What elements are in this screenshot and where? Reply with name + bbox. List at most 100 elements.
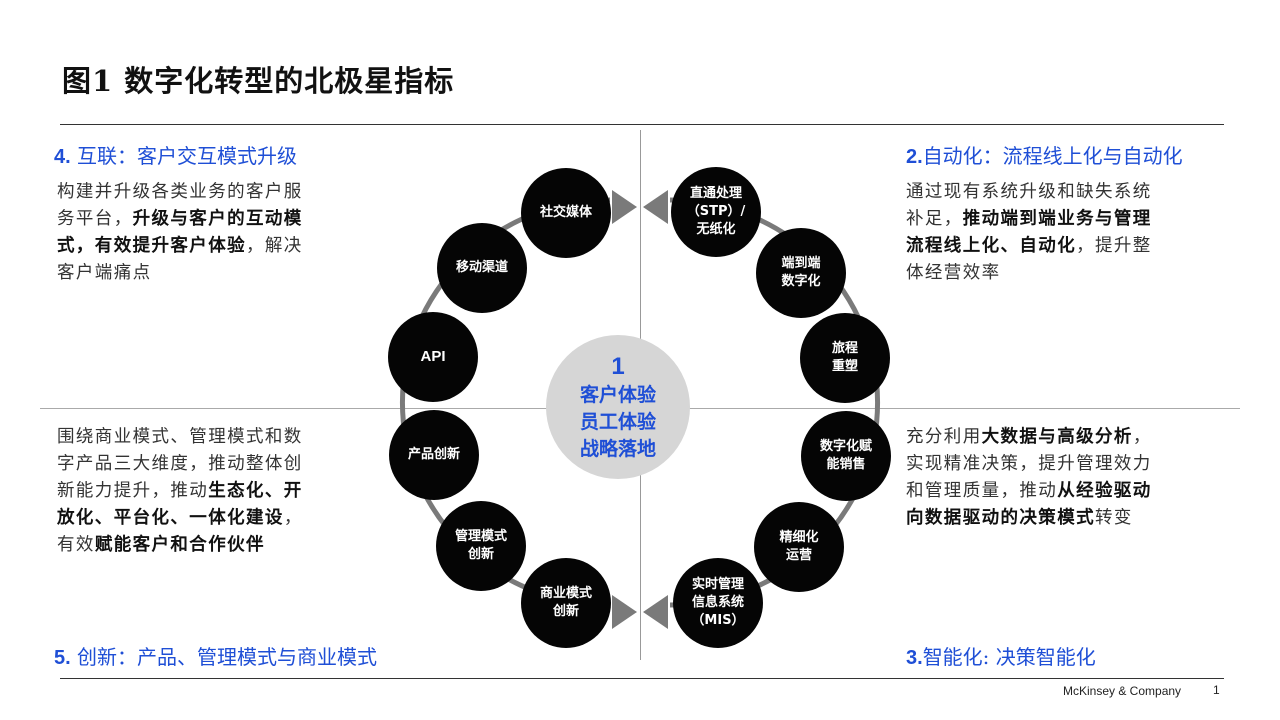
node-label: 社交媒体 bbox=[539, 205, 592, 220]
body-intelligence: 充分利用大数据与高级分析，实现精准决策，提升管理效力和管理质量，推动从经验驱动向… bbox=[906, 424, 1152, 532]
footer-brand: McKinsey & Company bbox=[1063, 684, 1182, 698]
node-label: 移动渠道 bbox=[455, 260, 508, 275]
heading-automation: 2.自动化：流程线上化与自动化 bbox=[906, 140, 1183, 169]
emphasis-text: 放化、平台化、一体化建设 bbox=[57, 508, 284, 528]
node-product-innovation: 产品创新 bbox=[389, 410, 479, 500]
node-end-to-end-digital: 端到端 数字化 bbox=[756, 228, 846, 318]
heading-intelligence: 3.智能化: 决策智能化 bbox=[906, 641, 1096, 670]
center-line-1: 客户体验 bbox=[579, 383, 656, 406]
node-label: 数字化 bbox=[781, 274, 821, 289]
node-social-media: 社交媒体 bbox=[521, 168, 611, 258]
node-journey-redesign: 旅程 重塑 bbox=[800, 313, 890, 403]
body-line: 充分利用大数据与高级分析， bbox=[906, 424, 1152, 451]
body-line: 向数据驱动的决策模式转变 bbox=[906, 505, 1152, 532]
node-api: API bbox=[388, 312, 478, 402]
heading-innovation: 5. 创新：产品、管理模式与商业模式 bbox=[54, 641, 377, 670]
body-line: 字产品三大维度，推动整体创 bbox=[57, 451, 303, 478]
node-label: 运营 bbox=[785, 548, 812, 563]
node-label: （MIS） bbox=[691, 613, 745, 628]
node-label: 实时管理 bbox=[691, 577, 744, 592]
body-text: 新能力提升，推动 bbox=[57, 481, 209, 501]
node-label: 商业模式 bbox=[539, 586, 592, 601]
heading-text: 创新：产品、管理模式与商业模式 bbox=[77, 645, 378, 669]
node-label: 数字化赋 bbox=[819, 439, 872, 454]
top-rule bbox=[60, 124, 1224, 125]
body-line: 补足，推动端到端业务与管理 bbox=[906, 206, 1152, 233]
body-automation: 通过现有系统升级和缺失系统补足，推动端到端业务与管理流程线上化、自动化，提升整体… bbox=[906, 179, 1152, 287]
body-text: ， bbox=[283, 508, 303, 528]
body-text: 通过现有系统升级和缺失系统 bbox=[906, 182, 1152, 202]
emphasis-text: 升级与客户的互动模 bbox=[132, 209, 303, 229]
body-text: 和管理质量，推动 bbox=[906, 481, 1058, 501]
emphasis-text: 向数据驱动的决策模式 bbox=[906, 508, 1095, 528]
body-line: 构建并升级各类业务的客户服 bbox=[57, 179, 303, 206]
heading-text: 自动化：流程线上化与自动化 bbox=[922, 144, 1183, 168]
node-label: 管理模式 bbox=[454, 529, 507, 544]
arrow-bottom-left bbox=[612, 595, 637, 629]
center-circle: 1 客户体验 员工体验 战略落地 bbox=[546, 335, 690, 479]
body-text: ，解决 bbox=[246, 236, 303, 256]
emphasis-text: 流程线上化、自动化 bbox=[906, 236, 1077, 256]
page-number: 1 bbox=[1213, 683, 1220, 697]
node-label: 信息系统 bbox=[691, 595, 744, 610]
heading-text: 互联：客户交互模式升级 bbox=[77, 144, 298, 168]
node-mobile-channel: 移动渠道 bbox=[437, 223, 527, 313]
node-label: 直通处理 bbox=[689, 186, 742, 201]
body-line: 实现精准决策，提升管理效力 bbox=[906, 451, 1152, 478]
node-label: 产品创新 bbox=[407, 447, 460, 462]
node-label: 精细化 bbox=[779, 530, 819, 545]
emphasis-text: 大数据与高级分析 bbox=[981, 427, 1133, 447]
body-connectivity: 构建并升级各类业务的客户服务平台，升级与客户的互动模式，有效提升客户体验，解决客… bbox=[57, 179, 303, 287]
page-title: 图1 数字化转型的北极星指标 bbox=[62, 64, 455, 98]
node-label: 创新 bbox=[467, 547, 494, 562]
emphasis-text: 从经验驱动 bbox=[1057, 481, 1152, 501]
node-label: API bbox=[420, 348, 446, 365]
body-text: ， bbox=[1132, 427, 1152, 447]
body-line: 体经营效率 bbox=[906, 260, 1152, 287]
body-text: 实现精准决策，提升管理效力 bbox=[906, 454, 1152, 474]
node-management-innovation: 管理模式 创新 bbox=[436, 501, 526, 591]
center-line-3: 战略落地 bbox=[579, 437, 656, 460]
heading-text: 智能化: 决策智能化 bbox=[922, 645, 1096, 669]
body-text: 有效 bbox=[57, 535, 95, 555]
heading-connectivity: 4. 互联：客户交互模式升级 bbox=[54, 140, 297, 169]
node-stp-paperless: 直通处理 （STP）/ 无纸化 bbox=[671, 167, 761, 257]
heading-number: 4. bbox=[54, 146, 71, 168]
heading-number: 2. bbox=[906, 146, 923, 168]
bottom-rule bbox=[60, 678, 1224, 679]
node-label: 创新 bbox=[552, 604, 579, 619]
node-label: 端到端 bbox=[781, 256, 821, 271]
center-line-2: 员工体验 bbox=[579, 410, 656, 433]
body-text: 补足， bbox=[906, 209, 963, 229]
center-number: 1 bbox=[611, 352, 625, 380]
node-label: （STP）/ bbox=[686, 204, 746, 219]
arrow-top-left bbox=[612, 190, 637, 224]
arrow-bottom-right bbox=[643, 595, 668, 629]
node-business-innovation: 商业模式 创新 bbox=[521, 558, 611, 648]
arrow-top-right bbox=[643, 190, 668, 224]
body-line: 流程线上化、自动化，提升整 bbox=[906, 233, 1152, 260]
body-text: 构建并升级各类业务的客户服 bbox=[57, 182, 303, 202]
body-text: 体经营效率 bbox=[906, 263, 1001, 283]
body-line: 和管理质量，推动从经验驱动 bbox=[906, 478, 1152, 505]
node-label: 重塑 bbox=[831, 359, 858, 374]
node-mis: 实时管理 信息系统 （MIS） bbox=[673, 558, 763, 648]
body-text: 围绕商业模式、管理模式和数 bbox=[57, 427, 303, 447]
body-line: 放化、平台化、一体化建设， bbox=[57, 505, 303, 532]
body-line: 通过现有系统升级和缺失系统 bbox=[906, 179, 1152, 206]
heading-number: 5. bbox=[54, 647, 71, 669]
body-text: ，提升整 bbox=[1076, 236, 1152, 256]
body-text: 客户端痛点 bbox=[57, 263, 152, 283]
heading-number: 3. bbox=[906, 647, 923, 669]
emphasis-text: 式，有效提升客户体验 bbox=[57, 236, 246, 256]
body-line: 围绕商业模式、管理模式和数 bbox=[57, 424, 303, 451]
node-label: 旅程 bbox=[831, 341, 858, 356]
emphasis-text: 推动端到端业务与管理 bbox=[962, 209, 1152, 229]
body-text: 转变 bbox=[1095, 508, 1133, 528]
body-line: 式，有效提升客户体验，解决 bbox=[57, 233, 303, 260]
node-label: 无纸化 bbox=[696, 222, 736, 237]
node-digital-sales: 数字化赋 能销售 bbox=[801, 411, 891, 501]
body-text: 务平台， bbox=[57, 209, 133, 229]
emphasis-text: 生态化、开 bbox=[208, 481, 303, 501]
